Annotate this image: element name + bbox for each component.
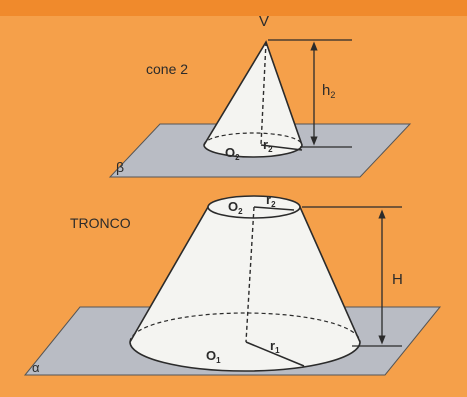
- base-center-label: O1: [206, 348, 221, 365]
- height-H-dimension: [302, 206, 402, 347]
- small-cone: [203, 40, 303, 158]
- frustum-top-radius: [253, 206, 295, 211]
- frustum-axis: [245, 206, 255, 343]
- H-label: H: [392, 271, 403, 288]
- tronco-label: TRONCO: [70, 215, 131, 231]
- base-radius-label: r1: [270, 338, 280, 355]
- plane-beta-label: β: [116, 159, 124, 175]
- frustum-top-center-label: O2: [228, 199, 243, 216]
- vertex-label: V: [259, 13, 269, 30]
- frustum: [129, 195, 361, 372]
- frustum-top-radius-label: r2: [266, 192, 276, 209]
- small-cone-axis: [260, 41, 267, 146]
- small-radius-label: r2: [263, 137, 273, 154]
- frustum-base-radius: [245, 341, 305, 367]
- small-center-label: O2: [225, 145, 240, 162]
- small-cone-radius: [260, 144, 303, 151]
- height-h2-dimension: [268, 39, 352, 148]
- h2-label: h2: [322, 82, 335, 100]
- plane-alpha-label: α: [32, 360, 40, 375]
- cone2-label: cone 2: [146, 61, 188, 77]
- top-band: [0, 0, 467, 16]
